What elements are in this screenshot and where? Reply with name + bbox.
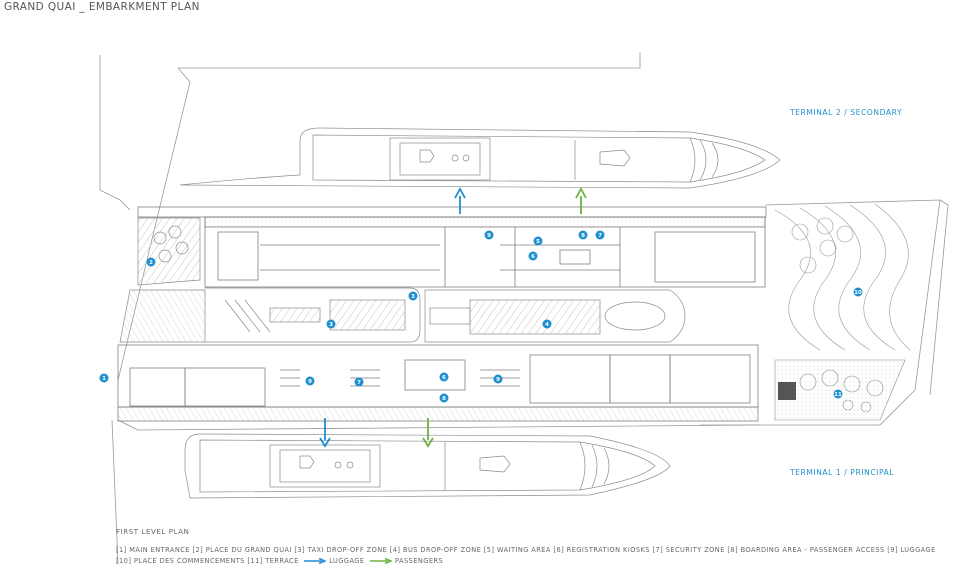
- passengers-arrow-icon: [370, 558, 393, 564]
- passenger-arrow-top: [575, 187, 587, 214]
- legend-luggage-label: LUGGAGE: [329, 557, 365, 565]
- legend-item: [1] MAIN ENTRANCE: [116, 546, 190, 554]
- legend-item: [9] LUGGAGE: [887, 546, 936, 554]
- svg-text:11: 11: [834, 392, 842, 398]
- svg-text:3: 3: [411, 294, 415, 300]
- plan-subtitle: FIRST LEVEL PLAN: [116, 528, 190, 536]
- svg-text:10: 10: [854, 290, 862, 296]
- marker-11: 11: [833, 389, 843, 399]
- legend-passengers-label: PASSENGERS: [395, 557, 444, 565]
- marker-9c: 9: [493, 374, 503, 384]
- marker-3b: 3: [326, 319, 336, 329]
- marker-6a: 6: [528, 251, 538, 261]
- marker-9b: 9: [305, 376, 315, 386]
- drop-off-zones: [205, 287, 686, 343]
- luggage-arrow-bottom: [319, 418, 331, 448]
- ship-terminal-2: [179, 127, 781, 189]
- marker-7b: 7: [354, 377, 364, 387]
- svg-text:5: 5: [536, 239, 540, 245]
- legend-item: [11] TERRACE: [247, 557, 299, 565]
- marker-3a: 3: [408, 291, 418, 301]
- svg-text:2: 2: [149, 260, 153, 266]
- luggage-arrow-top: [454, 187, 466, 214]
- svg-text:7: 7: [598, 233, 602, 239]
- plaza-grand-quai: [119, 217, 206, 343]
- legend-item: [7] SECURITY ZONE: [652, 546, 725, 554]
- svg-text:8: 8: [442, 396, 446, 402]
- terminal-building: [117, 206, 767, 422]
- terminal-2-label: TERMINAL 2 / SECONDARY: [790, 108, 903, 117]
- marker-9a: 9: [484, 230, 494, 240]
- marker-7a: 7: [595, 230, 605, 240]
- terminal-1-label: TERMINAL 1 / PRINCIPAL: [790, 468, 895, 477]
- legend-item: [8] BOARDING AREA - PASSENGER ACCESS: [727, 546, 885, 554]
- svg-text:6: 6: [531, 254, 535, 260]
- marker-5: 5: [533, 236, 543, 246]
- legend-item: [10] PLACE DES COMMENCEMENTS: [116, 557, 245, 565]
- page-title: GRAND QUAI _ EMBARKMENT PLAN: [4, 1, 200, 13]
- legend: [1] MAIN ENTRANCE [2] PLACE DU GRAND QUA…: [116, 545, 956, 567]
- marker-8b: 8: [439, 393, 449, 403]
- marker-8a: 8: [578, 230, 588, 240]
- svg-text:9: 9: [496, 377, 500, 383]
- area-markers: 1 2 3 3 4 5 6 6 7 7 8 8 9 9 9 10 11: [99, 230, 863, 403]
- marker-2: 2: [146, 257, 156, 267]
- svg-text:6: 6: [442, 375, 446, 381]
- svg-text:9: 9: [487, 233, 491, 239]
- svg-text:3: 3: [329, 322, 333, 328]
- legend-item: [3] TAXI DROP-OFF ZONE: [294, 546, 388, 554]
- svg-text:7: 7: [357, 380, 361, 386]
- legend-item: [2] PLACE DU GRAND QUAI: [192, 546, 292, 554]
- marker-6b: 6: [439, 372, 449, 382]
- svg-text:1: 1: [102, 376, 106, 382]
- marker-10: 10: [853, 287, 863, 297]
- svg-text:8: 8: [581, 233, 585, 239]
- legend-item: [6] REGISTRATION KIOSKS: [553, 546, 650, 554]
- marker-4: 4: [542, 319, 552, 329]
- ship-terminal-1: [184, 433, 671, 499]
- svg-text:4: 4: [545, 322, 549, 328]
- legend-item: [5] WAITING AREA: [483, 546, 551, 554]
- plaza-commencements: [774, 203, 911, 351]
- luggage-arrow-icon: [304, 558, 327, 564]
- legend-item: [4] BUS DROP-OFF ZONE: [389, 546, 482, 554]
- svg-text:9: 9: [308, 379, 312, 385]
- passenger-arrow-bottom: [422, 418, 434, 448]
- marker-1: 1: [99, 373, 109, 383]
